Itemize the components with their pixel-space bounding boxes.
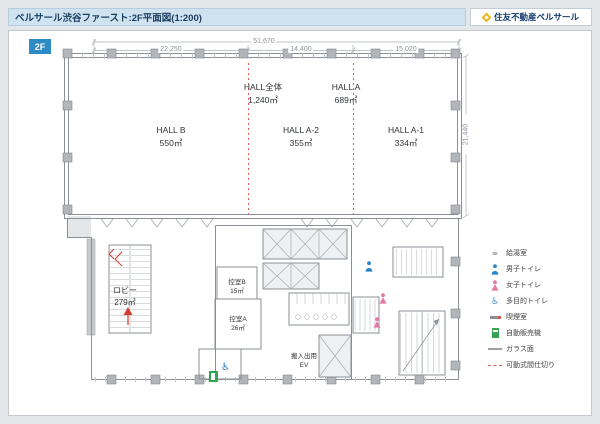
movable-partition-lines xyxy=(248,63,354,214)
dim-total-width: 51,670 xyxy=(251,37,277,45)
hall-overall-name: HALL全体 xyxy=(243,82,283,92)
legend-row-kitchen: ☕ 給湯室 xyxy=(487,245,555,261)
hall-b-area: 550㎡ xyxy=(159,138,183,148)
brand-diamond-icon xyxy=(481,12,492,22)
dim-height-right: 21,440 xyxy=(462,114,470,155)
room-label-service-ev: 搬入出用 EV xyxy=(291,353,317,369)
walls xyxy=(64,53,462,380)
legend-row-multipurpose-toilet: ♿ 多目的トイレ xyxy=(487,293,555,309)
title-bar: ベルサール渋谷ファースト:2F平面図(1:200) xyxy=(8,8,466,26)
hall-overall-area: 1,240㎡ xyxy=(248,95,278,105)
floorplan-drawing xyxy=(62,38,470,385)
smoking-icon xyxy=(487,315,503,319)
hall-label-a1: HALL A-1 334㎡ xyxy=(388,124,424,150)
room-outlines xyxy=(198,246,444,380)
exit-icon xyxy=(209,371,218,382)
womens-toilet-icon xyxy=(379,293,387,304)
multipurpose-toilet-icon: ♿ xyxy=(490,295,500,306)
wall-corner-fill xyxy=(67,216,91,237)
mens-toilet-icon xyxy=(365,261,373,272)
dim-segment-right: 15,020 xyxy=(393,46,419,53)
room-label-lobby: ロビー 279㎡ xyxy=(113,286,137,307)
hall-a1-name: HALL A-1 xyxy=(387,125,425,135)
floor-badge: 2F xyxy=(29,39,51,54)
brand-name: 住友不動産ベルサール xyxy=(493,12,579,22)
mens-toilet-legend-icon xyxy=(487,263,503,275)
womens-toilet-legend-icon xyxy=(487,279,503,291)
elevator-x-marks xyxy=(262,228,352,378)
door-swings xyxy=(100,218,439,228)
hall-a1-area: 334㎡ xyxy=(394,138,418,148)
movable-partition-icon xyxy=(487,364,503,366)
dim-segment-mid: 14,400 xyxy=(288,46,314,53)
brand-logo: 住友不動産ベルサール xyxy=(470,8,592,26)
room-label-dressing-b: 控室B 15㎡ xyxy=(228,279,246,295)
hall-label-b: HALL B 550㎡ xyxy=(157,124,186,150)
hall-label-overall: HALL全体 1,240㎡ xyxy=(244,81,282,107)
page-title: ベルサール渋谷ファースト:2F平面図(1:200) xyxy=(15,13,202,24)
floorplan: 2F 51,670 22,250 14,400 15,020 21,440 HA… xyxy=(8,30,592,416)
hall-a2-name: HALL A-2 xyxy=(282,125,320,135)
room-label-dressing-a: 控室A 26㎡ xyxy=(229,316,247,332)
legend-row-smoking: 喫煙室 xyxy=(487,309,555,325)
hall-a-name: HALL A xyxy=(331,82,361,92)
legend-row-glass: ガラス面 xyxy=(487,341,555,357)
hall-label-a2: HALL A-2 355㎡ xyxy=(283,124,319,150)
restrooms xyxy=(288,292,350,326)
legend: ☕ 給湯室 男子トイレ 女子トイレ ♿ 多目的トイレ 喫煙室 自動販売機 xyxy=(487,245,555,373)
wheelchair-icon: ♿ xyxy=(221,362,230,373)
legend-row-vending: 自動販売機 xyxy=(487,325,555,341)
hall-b-name: HALL B xyxy=(156,125,186,135)
kitchen-icon: ☕ xyxy=(491,248,499,257)
hall-a2-area: 355㎡ xyxy=(289,138,313,148)
legend-row-movable-partition: 可動式間仕切り xyxy=(487,357,555,373)
legend-row-mens-toilet: 男子トイレ xyxy=(487,261,555,277)
stairs xyxy=(352,296,446,376)
columns xyxy=(62,48,461,385)
hall-a-area: 689㎡ xyxy=(334,95,358,105)
glass-wall-icon xyxy=(487,348,503,350)
dim-segment-left: 22,250 xyxy=(158,46,184,53)
legend-row-womens-toilet: 女子トイレ xyxy=(487,277,555,293)
escalator-arrows xyxy=(108,248,133,325)
hall-label-a: HALL A 689㎡ xyxy=(332,81,361,107)
vending-machine-icon xyxy=(487,328,503,338)
womens-toilet-icon-2 xyxy=(373,317,381,328)
